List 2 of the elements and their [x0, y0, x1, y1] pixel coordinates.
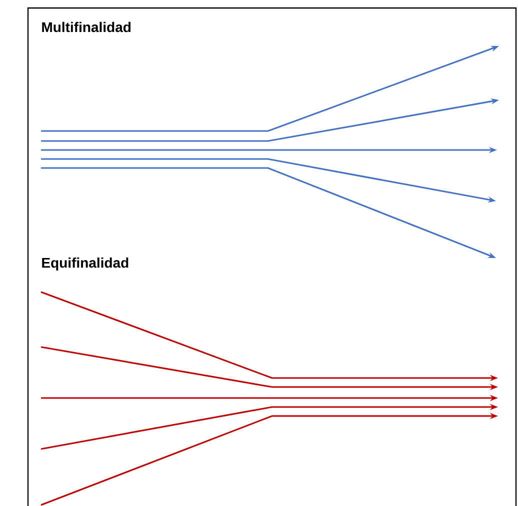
section-heading: Equifinalidad	[42, 257, 128, 271]
section-heading: Multifinalidad	[42, 22, 131, 32]
